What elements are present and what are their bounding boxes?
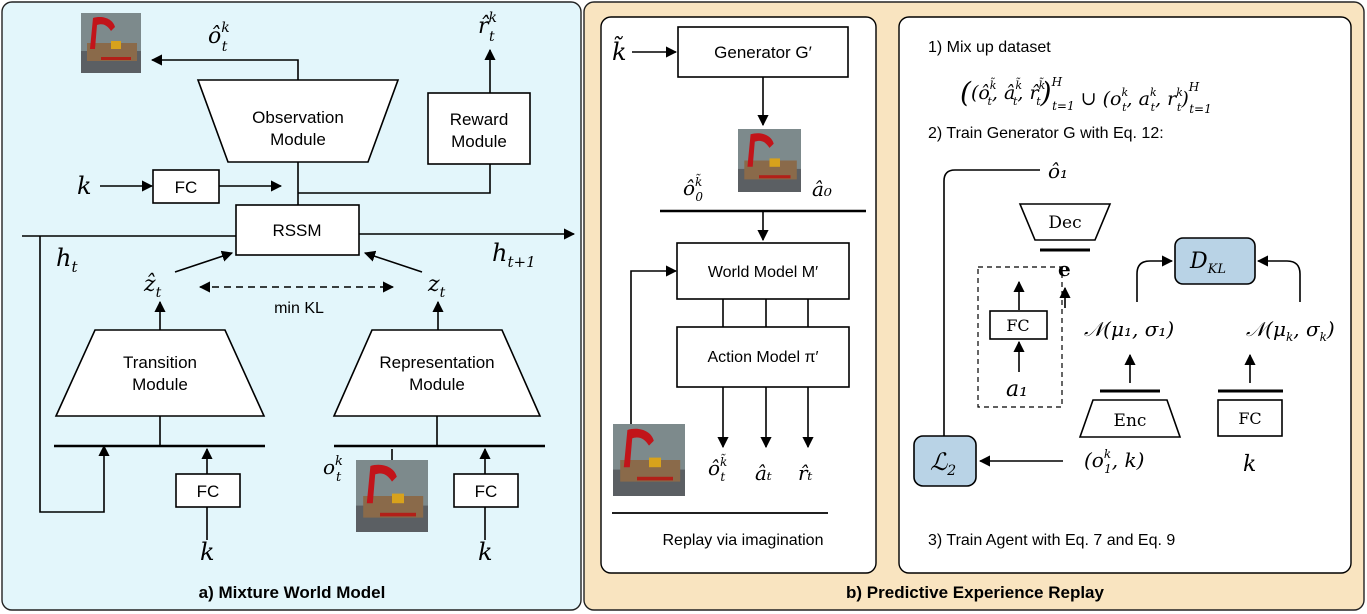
action-model-box — [676, 326, 850, 388]
transition-module — [54, 329, 266, 417]
k-label-transition: k — [200, 538, 215, 566]
fc-label-representation: FC — [475, 482, 498, 501]
h-t-label: ht — [56, 244, 78, 276]
representation-module-line2: Module — [409, 375, 465, 394]
generator-box — [677, 26, 849, 78]
representation-module — [332, 329, 542, 417]
generated-observation-image — [738, 129, 801, 192]
step3-label: 3) Train Agent with Eq. 7 and Eq. 9 — [928, 532, 1175, 549]
transition-module-line2: Module — [132, 375, 188, 394]
step2-label: 2) Train Generator G with Eq. 12: — [928, 125, 1164, 142]
rssm-box — [235, 204, 360, 256]
step1-label: 1) Mix up dataset — [928, 39, 1051, 56]
action-fc-box — [989, 310, 1048, 340]
encoder-label: Enc — [1114, 411, 1147, 431]
action-fc-label: FC — [1006, 316, 1029, 335]
h-t1-label: ht+1 — [492, 239, 536, 271]
z-hat-label: ẑt — [143, 272, 162, 301]
fc-box-representation — [453, 473, 519, 508]
l2-label: ℒ2 — [930, 448, 956, 479]
o0-label: ôk̃0 — [683, 173, 703, 204]
transition-module-line1: Transition — [123, 353, 197, 372]
at-label: âₜ — [755, 461, 772, 485]
decoder — [1018, 203, 1112, 241]
o1-hat-label: ô₁ — [1048, 159, 1068, 183]
min-kl-label: min KL — [274, 300, 324, 317]
imagined-observation-image — [613, 424, 685, 496]
fc-box-transition — [175, 473, 241, 508]
rt-label: r̂ₜ — [798, 461, 813, 485]
fc-box-top — [152, 169, 220, 204]
world-model-box — [676, 242, 850, 300]
a1-label: a₁ — [1006, 377, 1028, 402]
observation-module-line1: Observation — [252, 108, 344, 127]
panel-a-caption: a) Mixture World Model — [199, 583, 386, 602]
rssm-label: RSSM — [272, 221, 321, 240]
k-label-top: k — [77, 172, 92, 200]
panel-b: k̃ Generator G′ ôk̃0 â₀ World Model M′ A… — [583, 1, 1365, 611]
representation-module-line1: Representation — [379, 353, 494, 372]
replay-label: Replay via imagination — [663, 532, 824, 549]
generator-label: Generator G′ — [714, 43, 812, 62]
dkl-box — [1174, 237, 1256, 285]
world-model-label: World Model M′ — [708, 264, 818, 281]
k-tilde-label: k̃ — [612, 35, 627, 66]
encoder — [1078, 399, 1182, 438]
action-fc-group — [977, 266, 1063, 408]
nk-label: 𝒩(μk, σk) — [1246, 317, 1335, 344]
k-label-representation: k — [478, 538, 493, 566]
a0-label: â₀ — [812, 177, 832, 201]
observation-module-line2: Module — [270, 130, 326, 149]
ot-label: ôk̃t — [708, 453, 727, 484]
dkl-label: DKL — [1189, 249, 1226, 277]
k-label-right: k — [1243, 452, 1256, 477]
z-label: zt — [427, 272, 446, 301]
reward-module — [427, 92, 531, 165]
decoder-label: Dec — [1048, 213, 1081, 233]
reward-module-line1: Reward — [450, 110, 509, 129]
k-fc-box — [1217, 399, 1283, 437]
fc-label-top: FC — [175, 178, 198, 197]
observation-module — [196, 79, 400, 163]
panel-b-caption: b) Predictive Experience Replay — [846, 583, 1104, 602]
e-label: e — [1058, 257, 1071, 281]
input-observation-image — [356, 460, 428, 532]
l2-box — [913, 435, 977, 487]
n1-label: 𝒩(μ₁, σ₁) — [1084, 317, 1174, 341]
observation-image — [81, 13, 141, 73]
reward-module-line2: Module — [451, 132, 507, 151]
fc-label-transition: FC — [197, 482, 220, 501]
k-fc-label: FC — [1238, 409, 1261, 428]
action-model-label: Action Model π′ — [708, 349, 819, 366]
